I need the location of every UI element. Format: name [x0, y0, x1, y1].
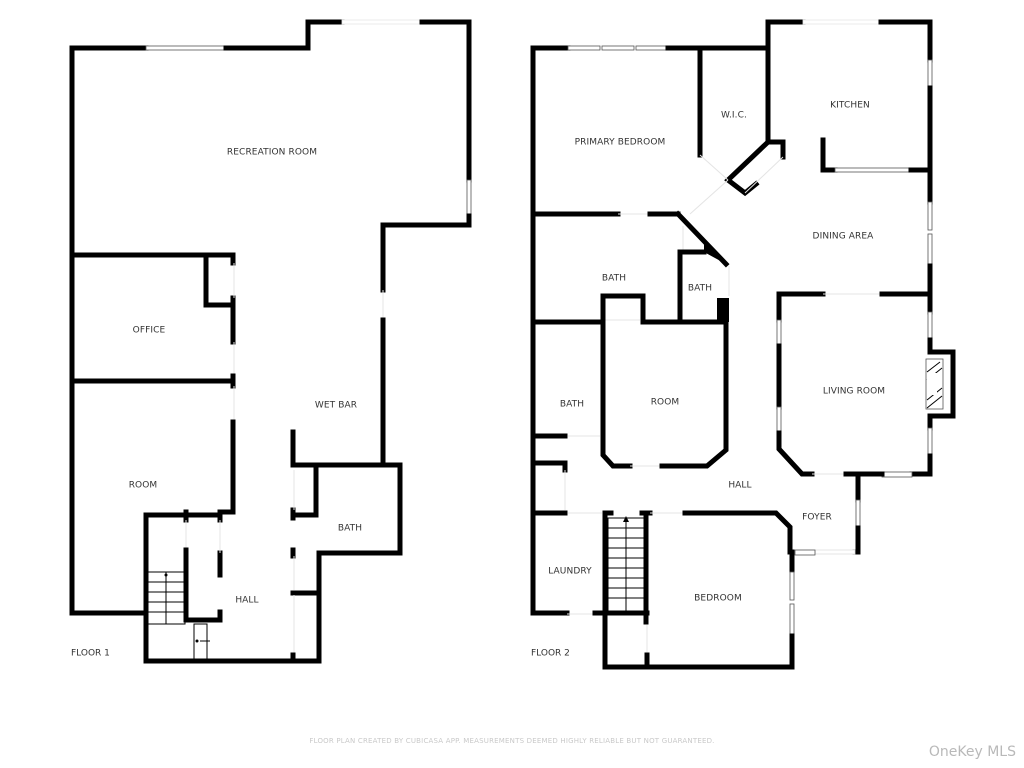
room-label-wic: W.I.C. [721, 111, 747, 121]
fireplace [925, 358, 944, 410]
room-label-bath: BATH [338, 524, 362, 534]
room-label-recreation-room: RECREATION ROOM [227, 148, 317, 158]
room-label-primary-bedroom: PRIMARY BEDROOM [575, 138, 666, 148]
floor-2-plan: PRIMARY BEDROOM W.I.C. KITCHEN DINING AR… [530, 19, 956, 670]
window [145, 45, 227, 51]
room-label-bedroom: BEDROOM [694, 594, 742, 604]
room-label-wet-bar: WET BAR [315, 401, 357, 411]
room-label-bath-small: BATH [688, 284, 712, 294]
floor-1-label: FLOOR 1 [71, 649, 110, 659]
disclaimer-text: FLOOR PLAN CREATED BY CUBICASA APP. MEAS… [309, 737, 715, 745]
room-label-living-room: LIVING ROOM [823, 387, 885, 397]
stair-arrow-icon [623, 516, 629, 522]
brand-watermark: OneKey MLS [928, 744, 1016, 760]
stairs [607, 516, 646, 613]
room-label-kitchen: KITCHEN [830, 101, 870, 111]
floor-1-plan: RECREATION ROOM OFFICE ROOM WET BAR BATH… [69, 19, 472, 664]
room-label-foyer: FOYER [802, 513, 832, 523]
room-label-bath-left: BATH [560, 400, 584, 410]
room-label-hall: HALL [235, 596, 258, 606]
room-label-hall: HALL [728, 481, 751, 491]
stair-arrow-icon [164, 573, 168, 577]
room-label-bath-upper: BATH [602, 274, 626, 284]
room-label-laundry: LAUNDRY [548, 567, 592, 577]
window [466, 179, 472, 217]
room-label-office: OFFICE [133, 326, 166, 336]
stairs [147, 571, 210, 661]
room-label-room: ROOM [129, 481, 158, 491]
room-label-room: ROOM [651, 398, 680, 408]
opening [341, 19, 423, 25]
floor-2-label: FLOOR 2 [531, 649, 570, 659]
room-label-dining-area: DINING AREA [813, 232, 875, 242]
